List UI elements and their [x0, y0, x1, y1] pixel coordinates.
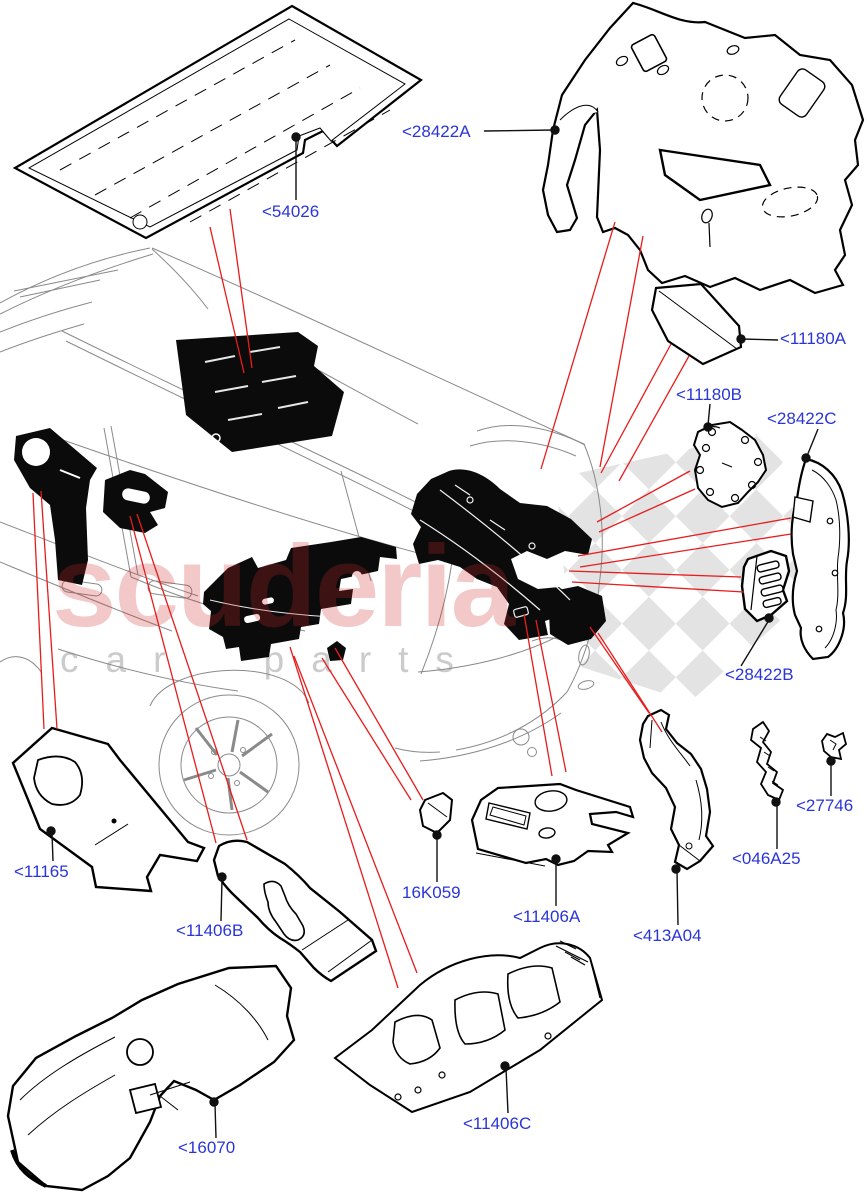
part-label-11165[interactable]: <11165 — [14, 862, 69, 881]
part-label-11406C[interactable]: <11406C — [463, 1114, 532, 1133]
part-label-046A25[interactable]: <046A25 — [732, 849, 801, 868]
part-11406A-drawing — [470, 782, 635, 867]
part-16070-drawing — [6, 964, 296, 1192]
part-label-28422A[interactable]: <28422A — [402, 122, 471, 141]
part-11180B-drawing — [692, 420, 768, 509]
part-27746-drawing — [821, 731, 848, 761]
part-label-413A04[interactable]: <413A04 — [633, 926, 702, 945]
installed-insulation-silhouettes — [14, 332, 606, 661]
part-label-16070[interactable]: <16070 — [178, 1138, 236, 1157]
watermark-primary-text: scuderia — [52, 521, 517, 651]
part-54026-drawing — [12, 4, 423, 240]
part-28422A-drawing — [541, 1, 865, 295]
part-16K059-drawing — [418, 791, 454, 835]
callout-lines — [32, 208, 792, 989]
loose-parts — [6, 1, 865, 1192]
part-label-28422B[interactable]: <28422B — [725, 665, 794, 684]
part-11406C-drawing — [333, 940, 604, 1114]
part-046A25-drawing — [750, 720, 785, 802]
part-label-11180A[interactable]: <11180A — [780, 329, 847, 348]
part-label-27746[interactable]: <27746 — [796, 796, 854, 815]
part-label-11406B[interactable]: <11406B — [176, 921, 244, 940]
part-11406B-drawing — [212, 839, 378, 983]
part-413A04-drawing — [638, 708, 715, 871]
part-28422C-drawing — [790, 457, 850, 661]
part-label-16K059: 16K059 — [402, 883, 461, 902]
watermark-checker-flag — [556, 430, 812, 702]
part-11180A-drawing — [650, 282, 743, 366]
part-11165-drawing — [11, 726, 206, 893]
leader-lines — [46, 125, 836, 1139]
part-label-11180B[interactable]: <11180B — [676, 385, 743, 404]
part-28422B-drawing — [740, 549, 791, 623]
part-label-54026[interactable]: <54026 — [262, 202, 320, 221]
part-label-11406A[interactable]: <11406A — [513, 907, 581, 926]
part-label-28422C[interactable]: <28422C — [767, 409, 837, 428]
